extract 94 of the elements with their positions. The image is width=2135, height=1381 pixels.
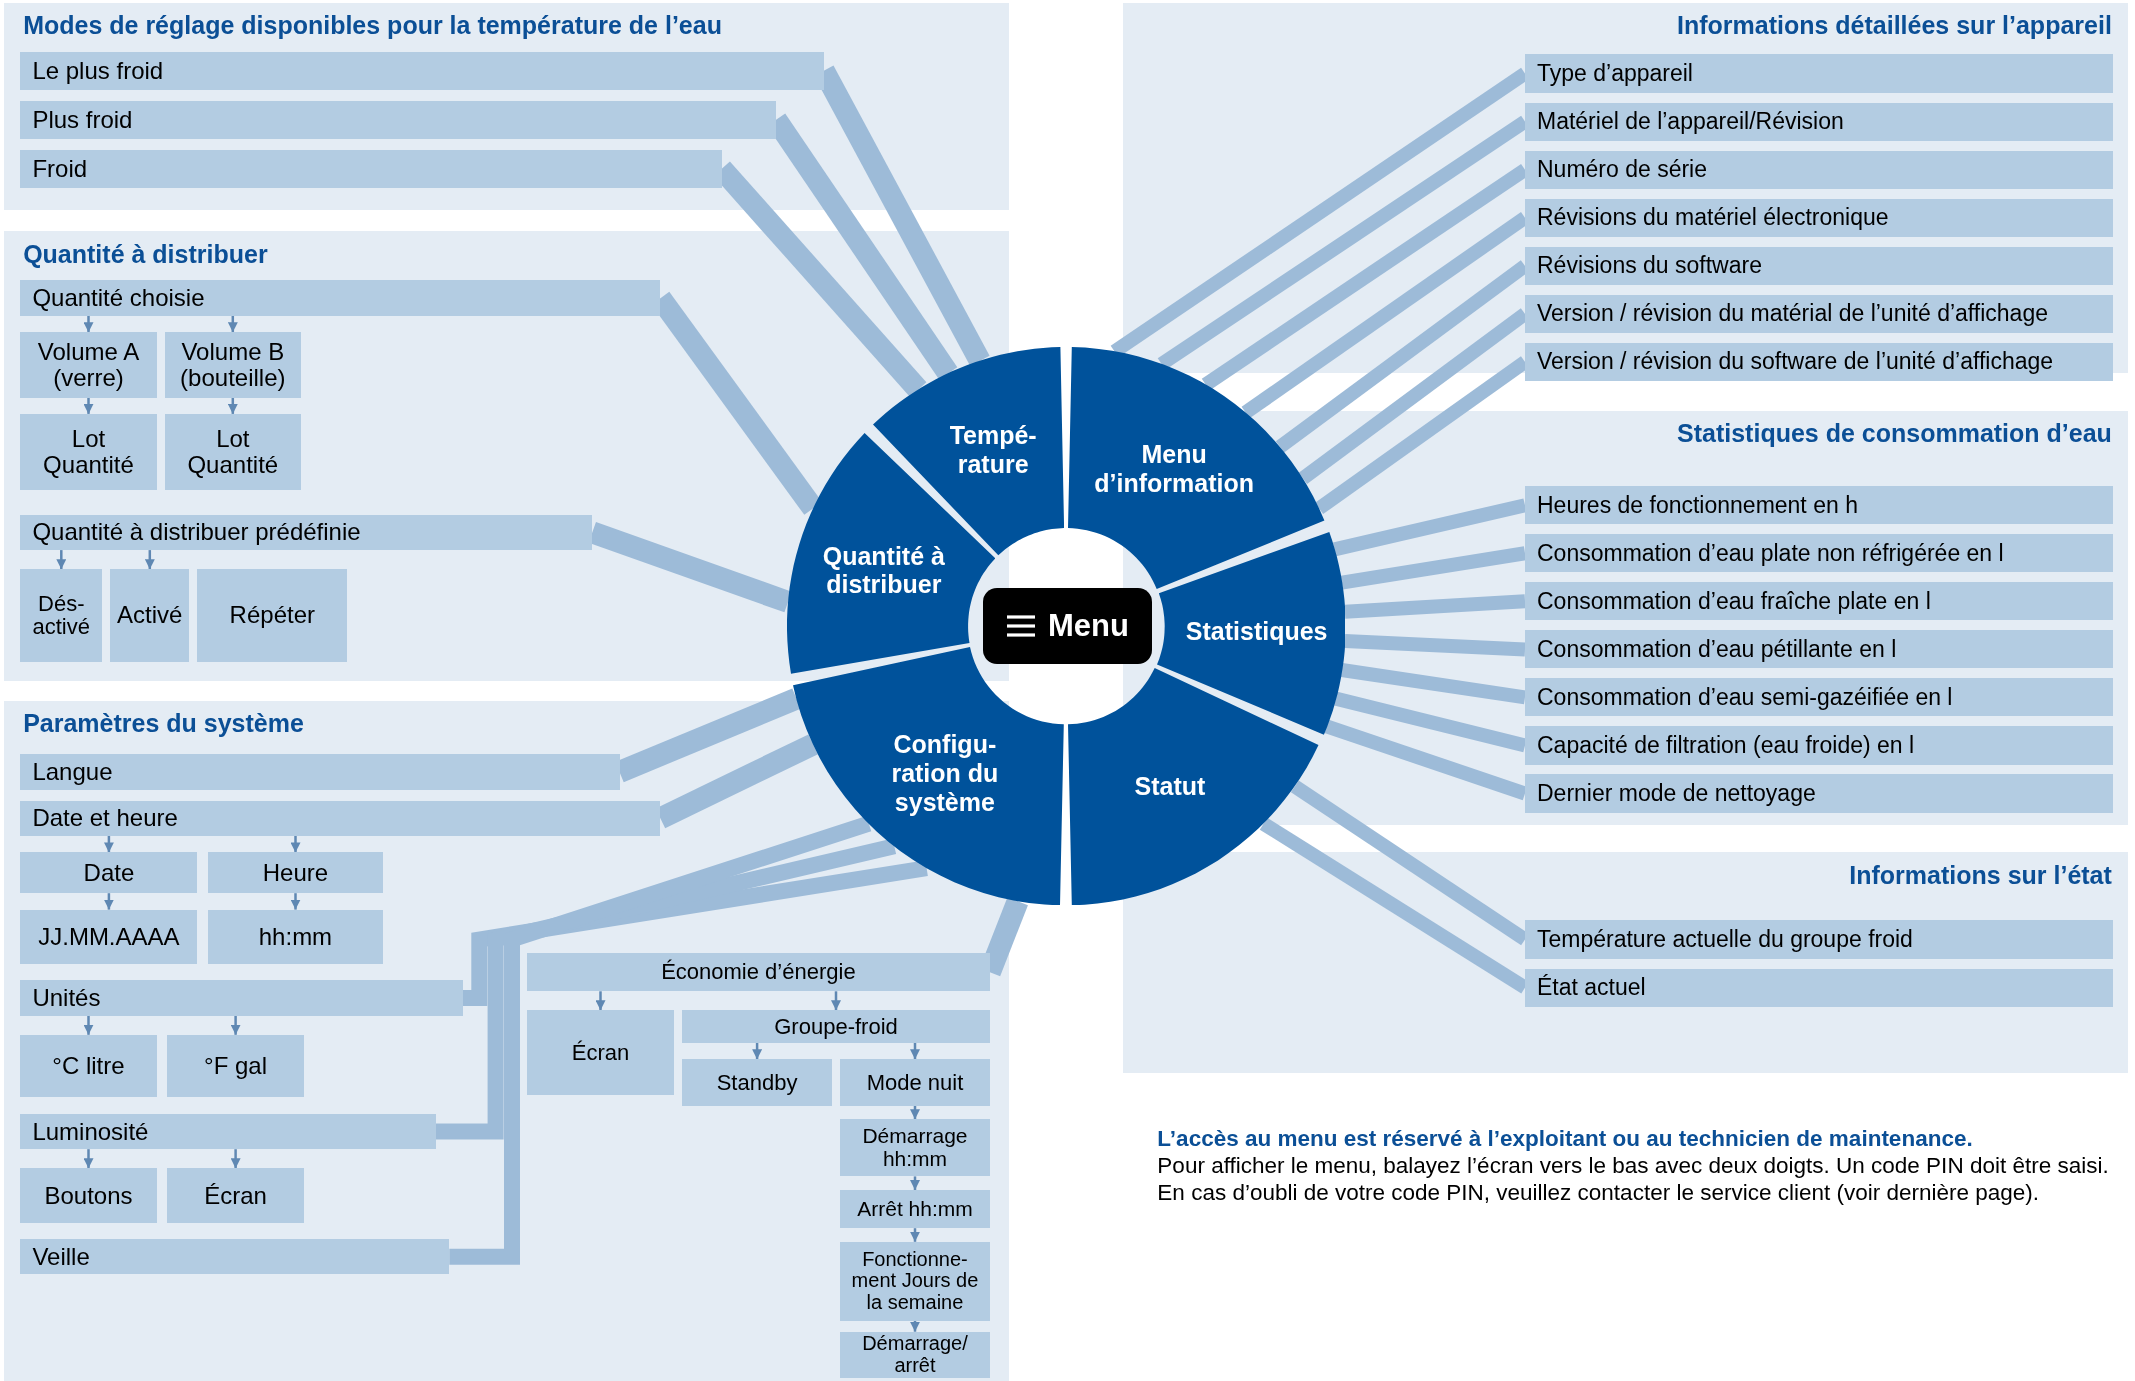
arrow <box>83 397 94 414</box>
menu-item: JJ.MM.AAAA <box>20 909 198 964</box>
arrow <box>83 315 94 333</box>
panel-title: Informations détaillées sur l’appareil <box>1677 10 2112 40</box>
arrow <box>910 1105 920 1120</box>
arrow <box>910 1176 920 1190</box>
menu-item: Matériel de l’appareil/Révision <box>1525 102 2114 141</box>
menu-item: Lot Quantité <box>20 413 157 491</box>
menu-item: Le plus froid <box>20 51 824 90</box>
menu-item: Quantité à distribuer prédéfinie <box>20 514 593 551</box>
menu-item: Consommation d’eau fraîche plate en l <box>1525 582 2114 621</box>
menu-item: °C litre <box>20 1034 157 1098</box>
menu-item: Heures de fonctionnement en h <box>1525 486 2114 525</box>
menu-item: Démarrage/ arrêt <box>840 1331 990 1378</box>
menu-item: Date et heure <box>20 800 661 836</box>
arrow <box>910 1043 920 1060</box>
connector-band <box>1344 594 1526 619</box>
menu-item: Révisions du matériel électronique <box>1525 198 2114 237</box>
menu-item: °F gal <box>167 1034 304 1098</box>
menu-item: Démarrage hh:mm <box>840 1119 990 1177</box>
arrow <box>290 893 301 910</box>
panel-title: Paramètres du système <box>23 709 304 739</box>
arrow <box>227 397 238 414</box>
menu-item: Luminosité <box>20 1113 436 1150</box>
panel-title: Modes de réglage disponibles pour la température de l’eau <box>23 10 722 40</box>
arrow <box>83 1015 94 1035</box>
menu-item: Répéter <box>197 569 348 662</box>
menu-item: Plus froid <box>20 100 777 139</box>
menu-item: Standby <box>682 1059 832 1106</box>
arrow <box>910 1228 920 1242</box>
menu-item: Arrêt hh:mm <box>840 1190 990 1229</box>
menu-item: Quantité choisie <box>20 280 661 316</box>
sector-label: Quantité à distribuer <box>821 541 946 600</box>
menu-item: Activé <box>110 569 190 662</box>
menu-item: Économie d’énergie <box>526 953 990 992</box>
arrow <box>103 836 114 853</box>
menu-item: Volume A (verre) <box>20 332 157 398</box>
panel-title: Informations sur l’état <box>1849 860 2112 890</box>
menu-item: Consommation d’eau plate non réfrigérée en l <box>1525 534 2114 573</box>
menu-hub <box>983 588 1152 665</box>
menu-item: Heure <box>208 852 383 894</box>
note-text: L’accès au menu est réservé à l’exploitant ou au technicien de maintenance. <box>1157 1124 1974 1152</box>
menu-item: Version / révision du software de l’unité d’affichage <box>1525 342 2114 381</box>
arrow <box>83 1149 94 1169</box>
panel <box>4 2 1009 210</box>
connector-band <box>1344 633 1526 657</box>
arrow <box>144 550 155 570</box>
menu-item: Type d’appareil <box>1525 54 2114 93</box>
menu-item: Date <box>20 852 198 894</box>
arrow <box>752 1043 763 1060</box>
menu-item: Groupe-froid <box>682 1010 990 1043</box>
menu-item: hh:mm <box>208 909 383 964</box>
menu-item: Dernier mode de nettoyage <box>1525 774 2114 813</box>
menu-item: Volume B (bouteille) <box>164 332 301 398</box>
menu-item: Température actuelle du groupe froid <box>1525 920 2114 959</box>
arrow <box>230 1149 241 1169</box>
menu-item: Unités <box>20 980 463 1016</box>
sector-label: Tempé- rature <box>948 421 1038 479</box>
panel-title: Statistiques de consommation d’eau <box>1677 419 2112 449</box>
hub-label: Menu <box>1048 608 1129 645</box>
menu-item: Écran <box>526 1010 674 1095</box>
menu-item: Froid <box>20 149 722 188</box>
connector-band <box>462 860 928 1007</box>
note-text: Pour afficher le menu, balayez l’écran vers le bas avec deux doigts. Un code PIN doit être saisi. En cas d’oubli de votre code PIN, veuillez contacter le service client (voir dernière page). <box>1157 1151 2110 1206</box>
sector-label: Configu- ration du système <box>890 730 1000 817</box>
sector-label: Statistiques <box>1184 616 1329 646</box>
arrow <box>227 315 238 333</box>
menu-item: Capacité de filtration (eau froide) en l <box>1525 726 2114 765</box>
menu-item: Consommation d’eau semi-gazéifiée en l <box>1525 678 2114 717</box>
menu-item: Consommation d’eau pétillante en l <box>1525 630 2114 669</box>
panel <box>4 701 1009 1381</box>
menu-item: Révisions du software <box>1525 246 2114 285</box>
menu-item: Numéro de série <box>1525 150 2114 189</box>
arrow <box>910 1320 920 1332</box>
arrow <box>290 836 301 853</box>
menu-item: État actuel <box>1525 968 2114 1007</box>
sector-label: Statut <box>1133 771 1207 801</box>
arrow <box>595 991 606 1011</box>
menu-item: Écran <box>167 1168 304 1223</box>
menu-item: Fonctionne- ment Jours de la semaine <box>840 1241 990 1321</box>
menu-item: Version / révision du matérial de l’unité d’affichage <box>1525 294 2114 333</box>
menu-item: Lot Quantité <box>164 413 301 491</box>
menu-item: Boutons <box>20 1168 157 1223</box>
panel-title: Quantité à distribuer <box>23 239 268 269</box>
arrow <box>230 1015 241 1035</box>
panel <box>1123 852 2129 1073</box>
menu-item: Veille <box>20 1239 450 1275</box>
arrow <box>103 893 114 910</box>
menu-item: Dés- activé <box>20 569 103 662</box>
menu-item: Langue <box>20 754 620 790</box>
menu-item: Mode nuit <box>840 1059 990 1106</box>
arrow <box>831 991 841 1011</box>
arrow <box>56 550 67 570</box>
sector-label: Menu d’information <box>1093 440 1255 498</box>
